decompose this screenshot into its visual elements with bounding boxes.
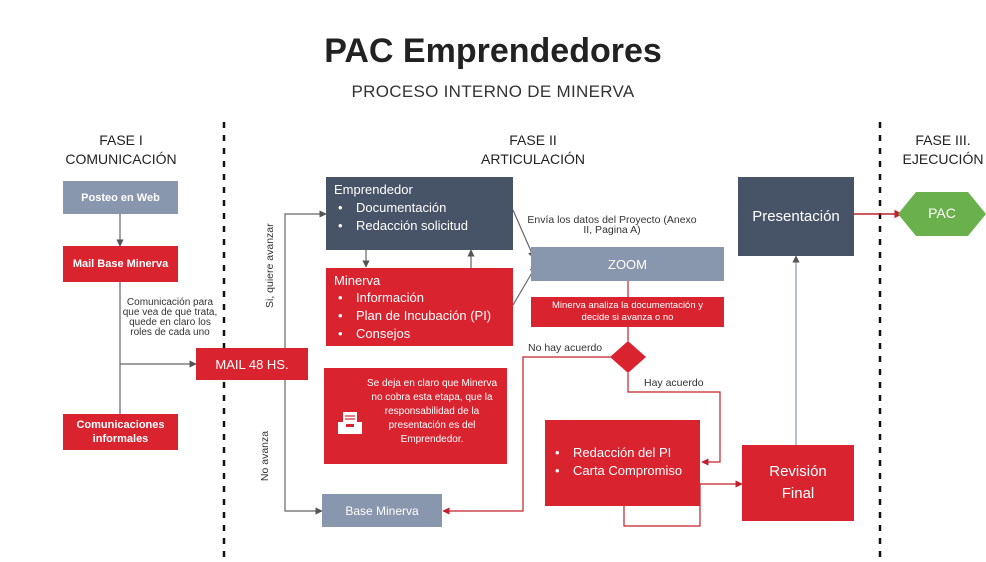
phase-3-label: FASE III. EJECUCIÓN bbox=[900, 131, 986, 169]
analiza-box: Minerva analiza la documentación y decid… bbox=[531, 297, 724, 327]
mail-base-minerva-box: Mail Base Minerva bbox=[63, 246, 178, 282]
redaccion-list: Redacción del PI Carta Compromiso bbox=[551, 444, 694, 480]
arrow-emp-zoom bbox=[512, 209, 535, 259]
minerva-item: Información bbox=[338, 289, 505, 307]
redaccion-item: Carta Compromiso bbox=[555, 462, 694, 480]
phase-3-line2: EJECUCIÓN bbox=[902, 151, 984, 167]
minerva-box: Minerva Información Plan de Incubación (… bbox=[326, 268, 513, 346]
presentacion-box: Presentación bbox=[738, 177, 854, 256]
emprendedor-list: Documentación Redacción solicitud bbox=[334, 199, 505, 235]
phase-1-label: FASE I COMUNICACIÓN bbox=[56, 131, 186, 169]
phase-3-line1: FASE III. bbox=[915, 132, 971, 148]
phase-2-line2: ARTICULACIÓN bbox=[481, 151, 585, 167]
minerva-title: Minerva bbox=[334, 273, 381, 288]
envia-datos-label: Envía los datos del Proyecto (Anexo II, … bbox=[527, 214, 697, 236]
arrow-no-avanza bbox=[284, 380, 323, 515]
arrow-no-acuerdo bbox=[442, 356, 611, 515]
page-subtitle: PROCESO INTERNO DE MINERVA bbox=[351, 82, 635, 101]
info-note-box: Se deja en claro que Minerva no cobra es… bbox=[324, 368, 507, 464]
base-minerva-box: Base Minerva bbox=[322, 494, 442, 527]
document-tray-icon bbox=[338, 412, 362, 434]
no-hay-acuerdo-label: No hay acuerdo bbox=[528, 342, 603, 354]
info-note-text: Se deja en claro que Minerva no cobra es… bbox=[366, 378, 498, 445]
phase-2-line1: FASE II bbox=[509, 132, 557, 148]
redaccion-item: Redacción del PI bbox=[555, 444, 694, 462]
phase-1-line2: COMUNICACIÓN bbox=[65, 151, 177, 167]
emprendedor-box: Emprendedor Documentación Redacción soli… bbox=[326, 177, 513, 250]
emprendedor-title: Emprendedor bbox=[334, 182, 413, 197]
decision-diamond bbox=[610, 341, 646, 373]
mail-48hs-box: MAIL 48 HS. bbox=[196, 348, 308, 380]
si-quiere-label: Si, quiere avanzar bbox=[264, 223, 276, 308]
zoom-box: ZOOM bbox=[531, 247, 724, 281]
revision-final-box: Revisión Final bbox=[742, 445, 854, 521]
comunicaciones-informales-box: Comunicaciones informales bbox=[63, 414, 178, 450]
emprendedor-item: Documentación bbox=[338, 199, 505, 217]
hay-acuerdo-label: Hay acuerdo bbox=[644, 377, 704, 389]
arrow-hay-acuerdo bbox=[627, 373, 721, 466]
redaccion-box: Redacción del PI Carta Compromiso bbox=[545, 420, 700, 506]
phase-1-line1: FASE I bbox=[99, 132, 143, 148]
page-title: PAC Emprendedores bbox=[324, 32, 662, 70]
posteo-web-box: Posteo en Web bbox=[63, 181, 178, 214]
arrow-redaccion-revision bbox=[623, 480, 743, 527]
pac-shape bbox=[898, 192, 986, 236]
minerva-item: Plan de Incubación (PI) bbox=[338, 307, 505, 325]
arrow-si-quiere bbox=[284, 210, 327, 348]
comunicacion-note: Comunicación para que vea de que trata, … bbox=[122, 297, 218, 338]
phase-2-label: FASE II ARTICULACIÓN bbox=[458, 131, 608, 169]
minerva-list: Información Plan de Incubación (PI) Cons… bbox=[334, 289, 505, 343]
pac-label: PAC bbox=[928, 205, 956, 221]
emprendedor-item: Redacción solicitud bbox=[338, 217, 505, 235]
minerva-item: Consejos bbox=[338, 325, 505, 343]
no-avanza-label: No avanza bbox=[259, 430, 271, 482]
